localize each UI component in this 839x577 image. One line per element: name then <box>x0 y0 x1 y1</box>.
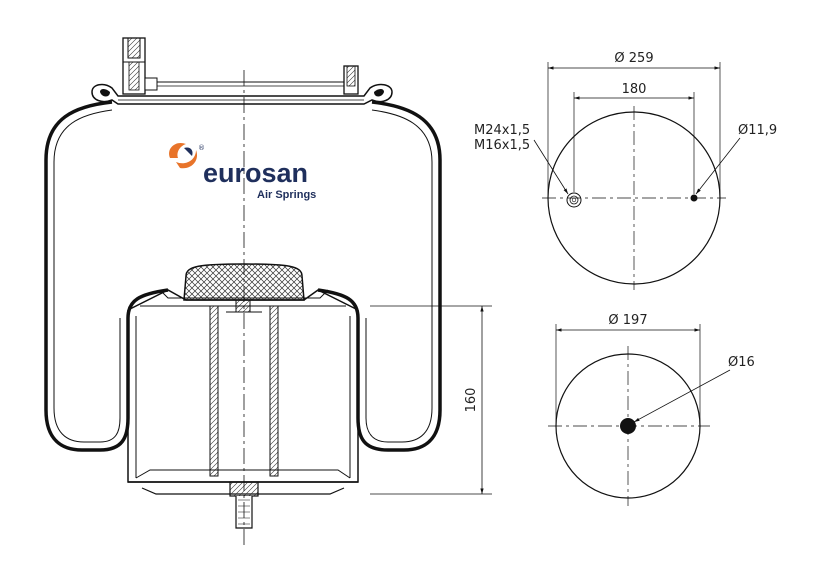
thread-label-m24: M24x1,5 <box>474 123 530 138</box>
height-label: 160 <box>464 388 479 413</box>
m16-stud <box>343 65 359 95</box>
top-diameter-label: Ø 259 <box>614 51 653 66</box>
height-dimension <box>370 305 492 495</box>
bottom-view <box>548 324 731 506</box>
thread-label-m16: M16x1,5 <box>474 138 530 153</box>
brand-tagline: Air Springs <box>257 189 316 201</box>
bottom-hole <box>620 418 636 434</box>
top-hole-label: Ø11,9 <box>738 123 777 138</box>
bolt-spacing-label: 180 <box>622 82 647 97</box>
piston-diameter-label: Ø 197 <box>608 313 647 328</box>
top-hole <box>690 194 698 202</box>
side-view <box>44 37 442 545</box>
registered-mark: ® <box>198 144 205 152</box>
m24-stud <box>122 37 158 95</box>
logo-swirl-icon <box>169 142 198 169</box>
bellows-outline <box>44 100 442 452</box>
piston <box>127 289 359 529</box>
brand-logo: ® eurosan Air Springs <box>169 142 316 201</box>
brand-name: eurosan <box>203 158 308 188</box>
threaded-hole <box>566 192 582 208</box>
top-plate <box>91 83 393 105</box>
bottom-hole-label: Ø16 <box>728 355 755 370</box>
top-view <box>533 62 741 290</box>
